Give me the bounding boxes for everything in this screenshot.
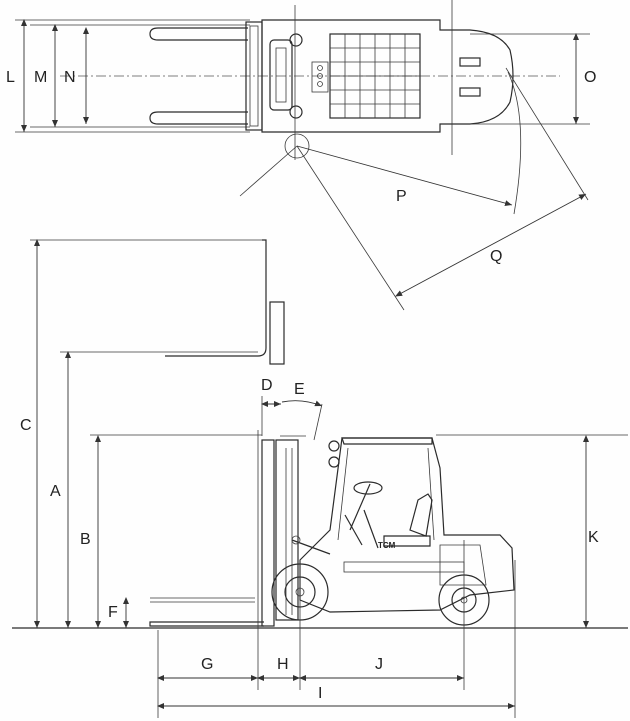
label-D: D <box>261 377 273 394</box>
label-O: O <box>584 69 596 86</box>
label-I: I <box>318 685 322 702</box>
label-E: E <box>294 381 305 398</box>
label-A: A <box>50 483 61 500</box>
turning-radius <box>239 67 589 311</box>
side-dimensions <box>34 239 589 709</box>
fork-top <box>149 27 248 125</box>
label-Q: Q <box>490 248 502 265</box>
label-H: H <box>277 656 289 673</box>
label-B: B <box>80 531 91 548</box>
label-J: J <box>375 656 383 673</box>
brand-text: TCM <box>378 541 396 550</box>
label-F: F <box>108 604 118 621</box>
label-M: M <box>34 69 47 86</box>
label-C: C <box>20 417 32 434</box>
label-G: G <box>201 656 213 673</box>
top-dimensions <box>21 19 579 132</box>
label-K: K <box>588 529 599 546</box>
label-P: P <box>396 188 407 205</box>
dimension-labels: L M N O P Q C A B F D E K G H J I <box>6 69 599 702</box>
top-view <box>15 0 590 160</box>
label-L: L <box>6 69 15 86</box>
label-N: N <box>64 69 76 86</box>
side-view <box>12 239 628 718</box>
